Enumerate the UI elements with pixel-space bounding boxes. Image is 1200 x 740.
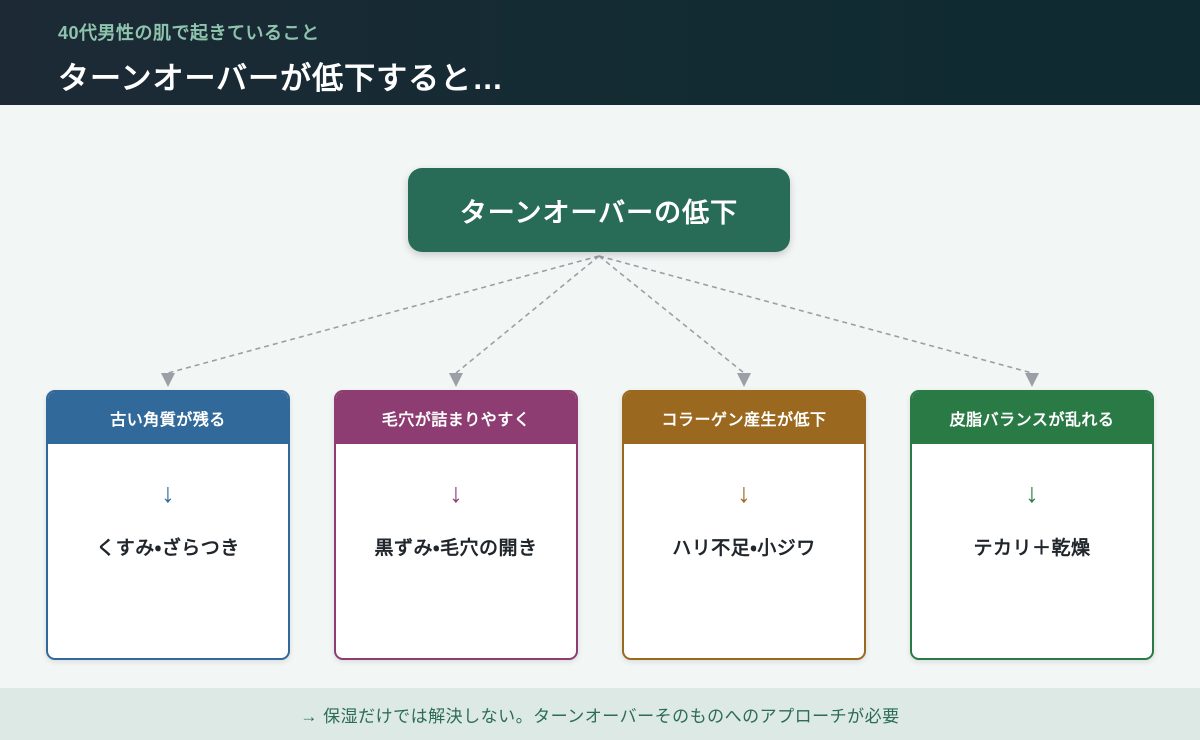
- flow-diagram: ターンオーバーの低下 古い角質が残る ↓ くすみ・ざらつき 毛穴が詰まりやすく …: [0, 105, 1200, 688]
- card-body: ↓ 黒ずみ・毛穴の開き: [336, 444, 576, 658]
- card-result: テカリ＋乾燥: [973, 538, 1091, 559]
- card-header: 皮脂バランスが乱れる: [912, 392, 1152, 444]
- card-body: ↓ テカリ＋乾燥: [912, 444, 1152, 658]
- card-body: ↓ ハリ不足・小ジワ: [624, 444, 864, 658]
- root-node: ターンオーバーの低下: [408, 168, 790, 252]
- header-subtitle: 40代男性の肌で起きていること: [58, 23, 320, 43]
- down-arrow-icon: ↓: [1025, 478, 1039, 508]
- footer-banner: → 保湿だけでは解決しない。ターンオーバーそのものへのアプローチが必要: [0, 688, 1200, 740]
- arrowhead-icons: [161, 373, 1039, 387]
- down-arrow-icon: ↓: [449, 478, 463, 508]
- card-title: コラーゲン産生が低下: [661, 412, 827, 429]
- effect-card-old-keratin: 古い角質が残る ↓ くすみ・ざらつき: [46, 390, 290, 660]
- card-header: コラーゲン産生が低下: [624, 392, 864, 444]
- effect-card-sebum-imbalance: 皮脂バランスが乱れる ↓ テカリ＋乾燥: [910, 390, 1154, 660]
- card-header: 毛穴が詰まりやすく: [336, 392, 576, 444]
- root-node-label: ターンオーバーの低下: [459, 197, 739, 228]
- card-result: くすみ・ざらつき: [96, 538, 240, 559]
- card-result: 黒ずみ・毛穴の開き: [374, 538, 538, 559]
- card-title: 皮脂バランスが乱れる: [949, 412, 1115, 429]
- down-arrow-icon: ↓: [737, 478, 751, 508]
- down-arrow-icon: ↓: [161, 478, 175, 508]
- card-title: 毛穴が詰まりやすく: [381, 412, 531, 429]
- page-title: ターンオーバーが低下すると…: [58, 61, 505, 96]
- page-header: 40代男性の肌で起きていること ターンオーバーが低下すると…: [0, 0, 1200, 105]
- effect-card-collagen-decline: コラーゲン産生が低下 ↓ ハリ不足・小ジワ: [622, 390, 866, 660]
- card-body: ↓ くすみ・ざらつき: [48, 444, 288, 658]
- card-title: 古い角質が残る: [110, 412, 226, 429]
- effect-card-clogged-pores: 毛穴が詰まりやすく ↓ 黒ずみ・毛穴の開き: [334, 390, 578, 660]
- footer-note: → 保湿だけでは解決しない。ターンオーバーそのものへのアプローチが必要: [300, 706, 900, 726]
- card-header: 古い角質が残る: [48, 392, 288, 444]
- card-result: ハリ不足・小ジワ: [672, 538, 816, 559]
